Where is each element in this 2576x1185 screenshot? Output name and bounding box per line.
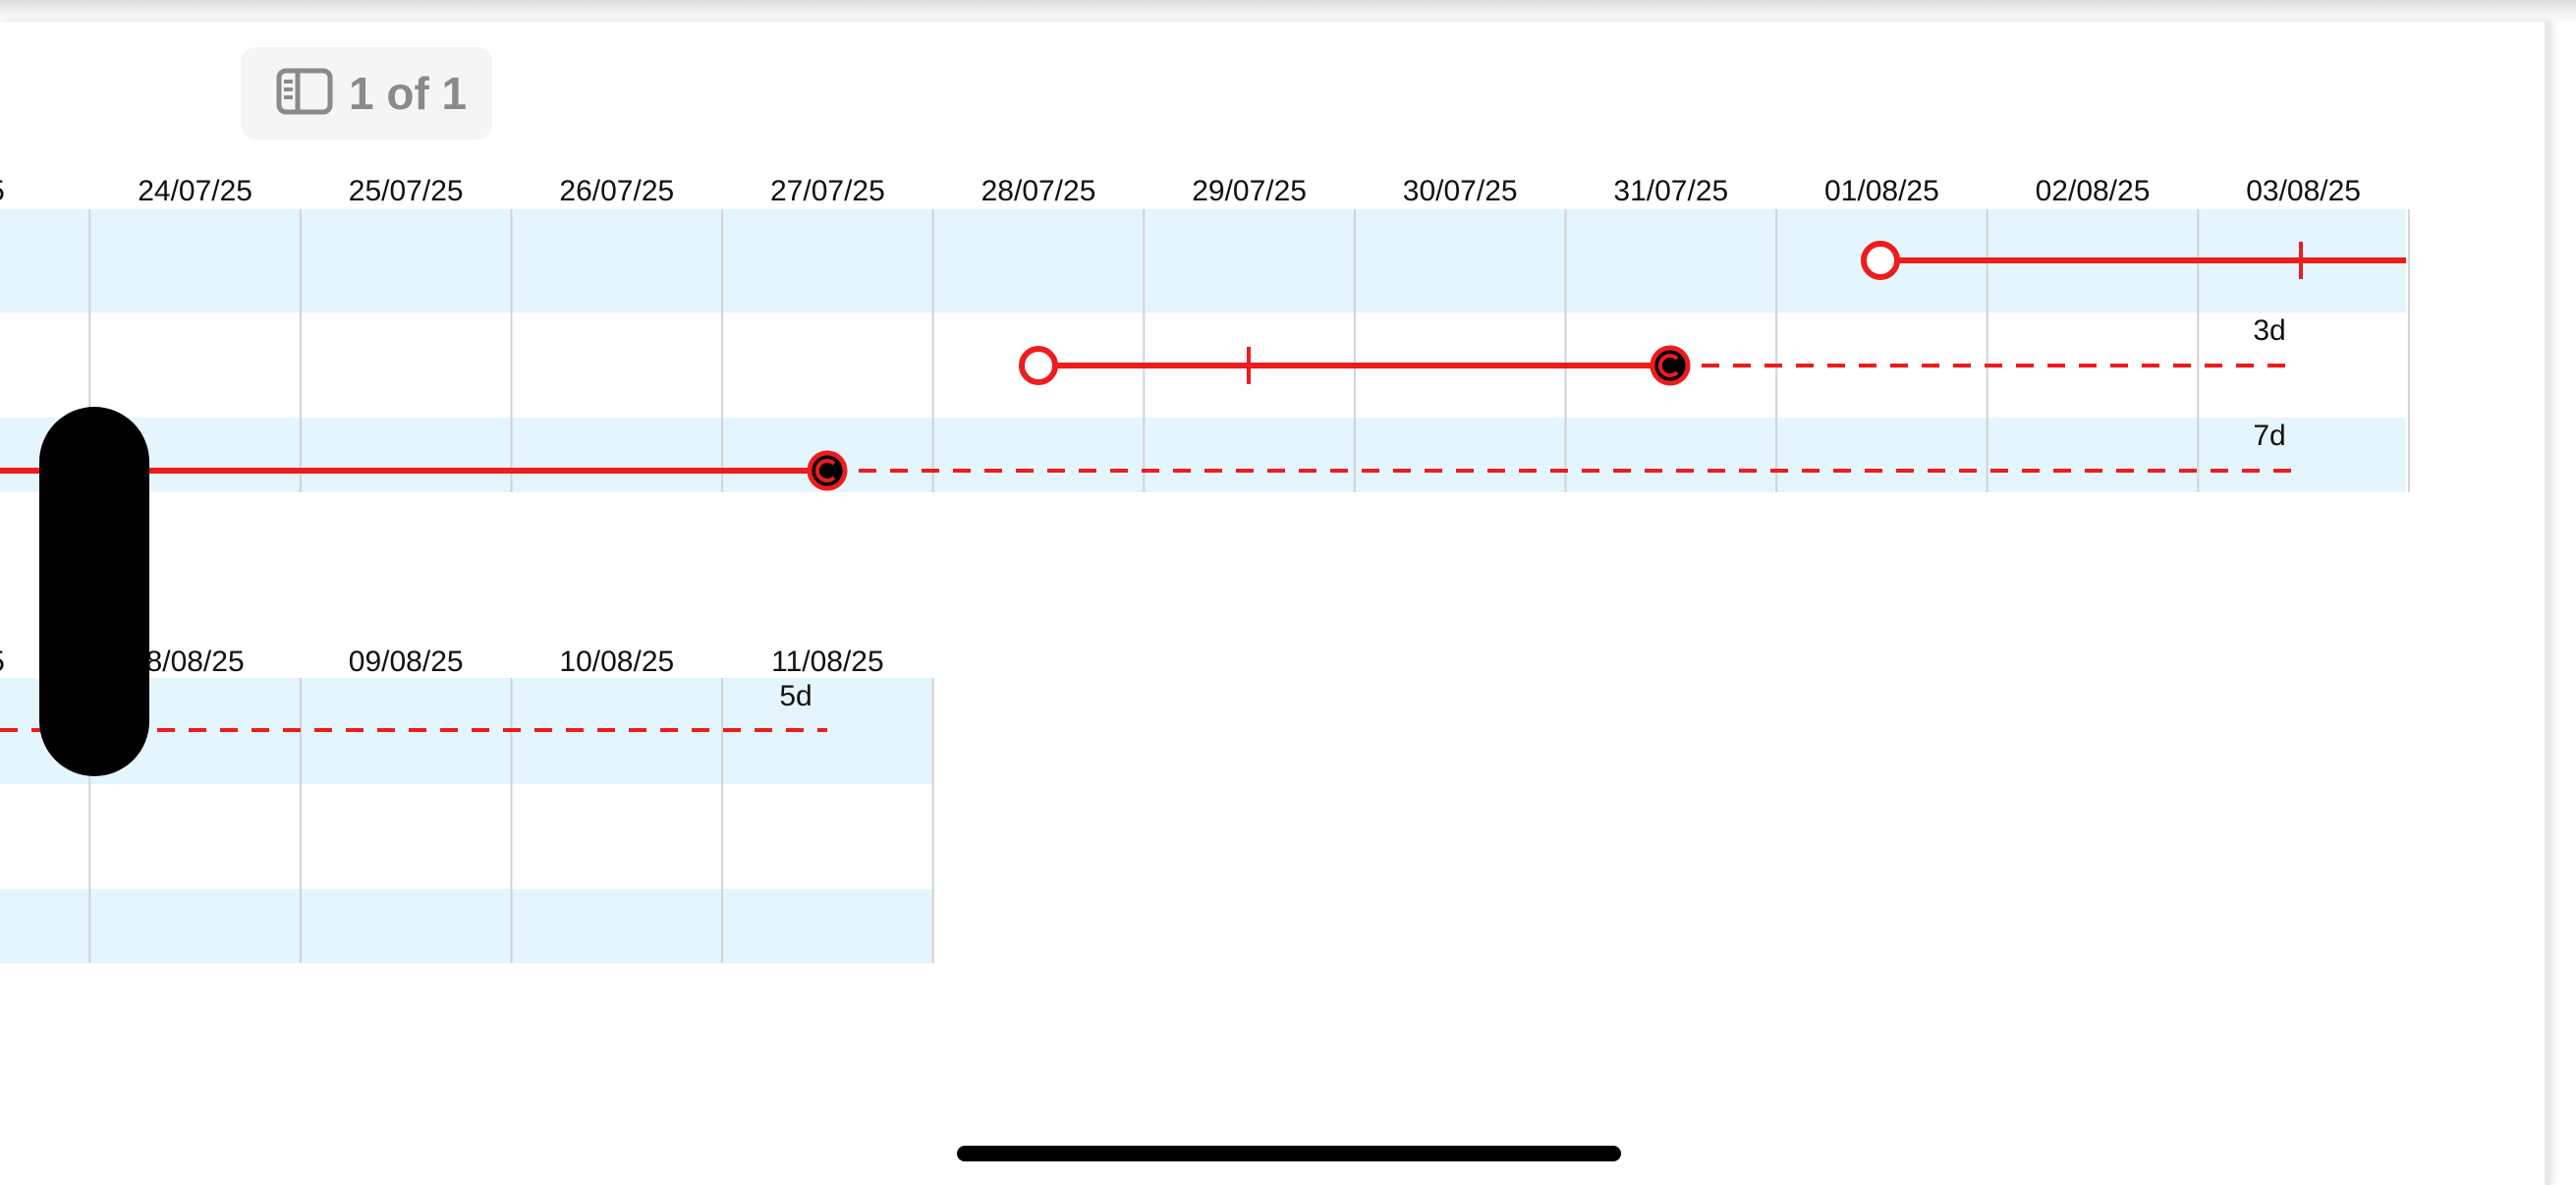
timeline-bottom-section: /25 8/08/25 09/08/25 10/08/25 11/08/25 5d [0, 646, 934, 963]
bottom-date-header: 09/08/25 [349, 646, 464, 678]
top-date-header: 28/07/25 [981, 175, 1096, 207]
page-indicator[interactable]: 1 of 1 [241, 47, 492, 140]
bottom-date-header: /25 [0, 646, 5, 678]
bottom-row-1-duration-label: 5d [779, 680, 812, 712]
top-date-header: 24/07/25 [138, 175, 252, 207]
bottom-date-header: 10/08/25 [559, 646, 674, 678]
bottom-date-header: 8/08/25 [146, 646, 245, 678]
bottom-date-header: 11/08/25 [771, 646, 884, 678]
top-date-header: 27/07/25 [770, 175, 885, 207]
bottom-row-1-background [0, 678, 933, 784]
top-date-header: 01/08/25 [1824, 175, 1939, 207]
top-row-3-background [0, 418, 2406, 492]
top-date-header: 31/07/25 [1613, 175, 1728, 207]
top-row-2-end-marker [1650, 345, 1691, 386]
bottom-row-3-background [0, 889, 933, 963]
scroll-handle[interactable] [39, 407, 149, 776]
top-date-headers: /25 24/07/25 25/07/25 26/07/25 27/07/25 28/07… [0, 175, 2361, 207]
window-top-edge [0, 0, 2576, 24]
top-row-2-end-marker-glyph [1657, 354, 1679, 377]
top-row-3-duration-label: 7d [2253, 420, 2285, 452]
timeline-top-section: /25 24/07/25 25/07/25 26/07/25 27/07/25 28/07… [0, 175, 2410, 492]
top-row-1-start-marker [1861, 241, 1900, 280]
bottom-date-headers: /25 8/08/25 09/08/25 10/08/25 11/08/25 [0, 646, 884, 678]
top-row-2-duration-label: 3d [2253, 314, 2285, 347]
top-date-header: 29/07/25 [1192, 175, 1307, 207]
top-date-header: 03/08/25 [2246, 175, 2361, 207]
top-date-header: 02/08/25 [2036, 175, 2151, 207]
page-indicator-label: 1 of 1 [349, 68, 468, 119]
top-row-2-start-marker [1019, 346, 1058, 385]
top-row-3-end-marker [807, 450, 848, 491]
top-date-header: 26/07/25 [559, 175, 674, 207]
top-row-3-end-marker-glyph [814, 459, 836, 482]
top-date-header: 25/07/25 [349, 175, 464, 207]
top-date-header: 30/07/25 [1403, 175, 1518, 207]
sidebar-icon [276, 68, 333, 120]
top-date-header: /25 [0, 175, 5, 207]
home-indicator[interactable] [957, 1146, 1621, 1161]
